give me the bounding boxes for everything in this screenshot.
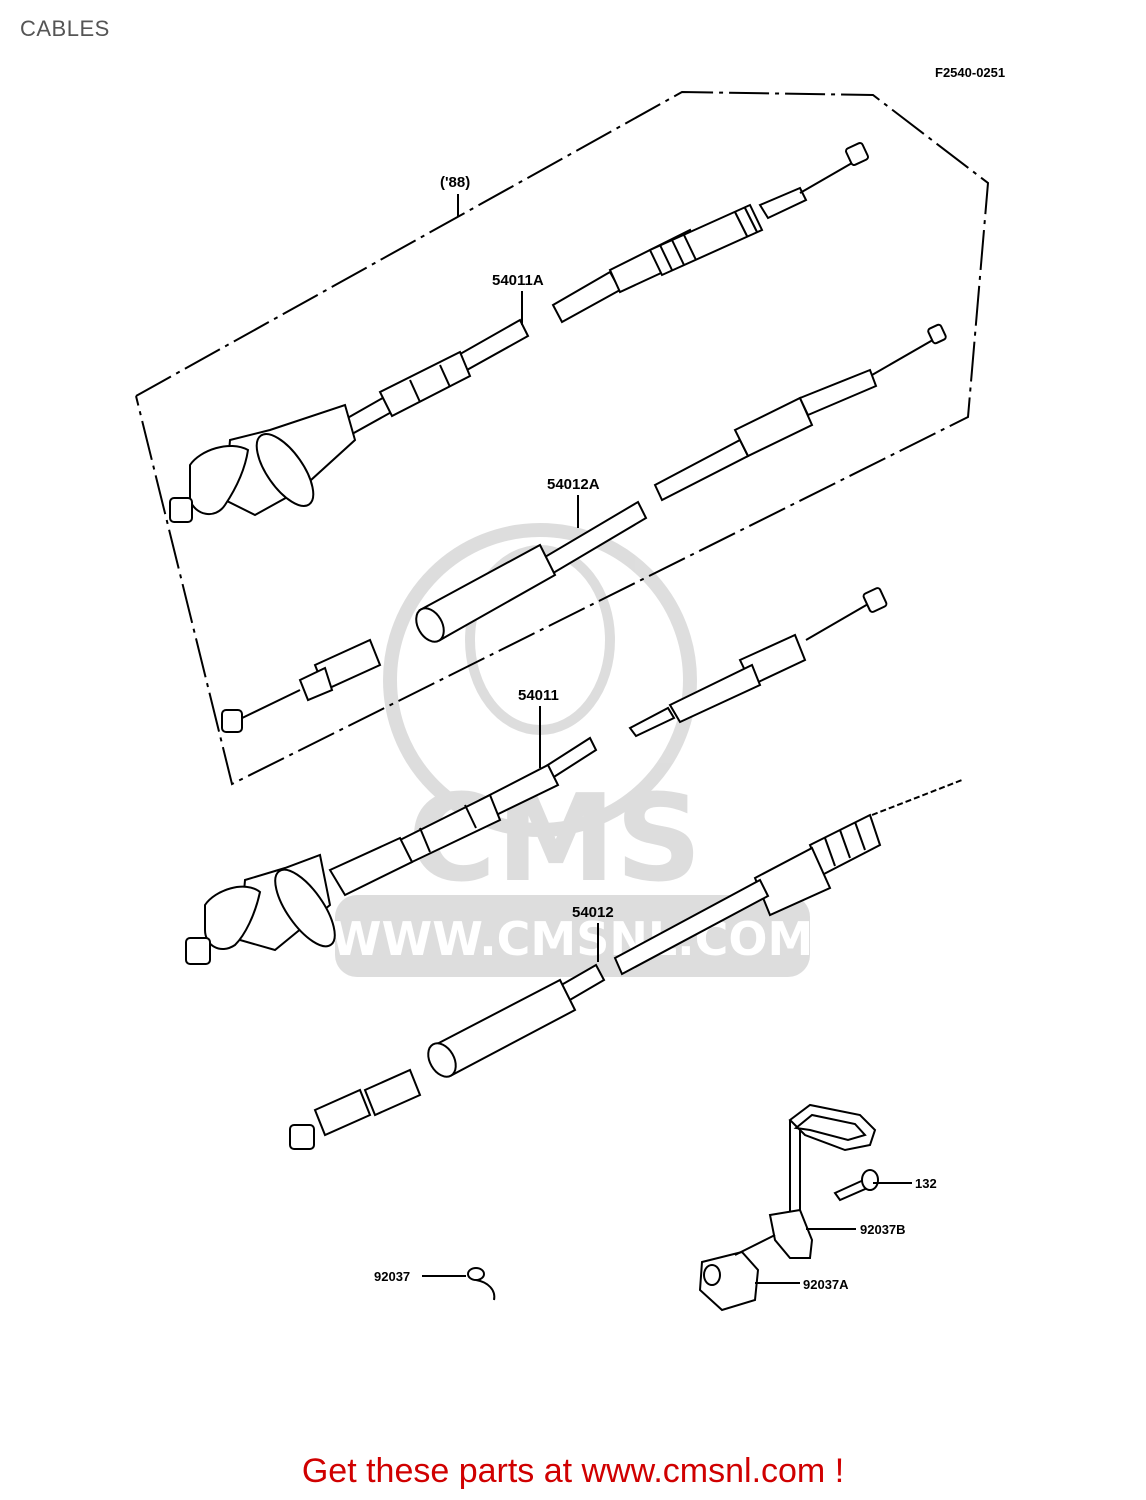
part-label-92037A: 92037A — [803, 1277, 849, 1292]
part-label-54011: 54011 — [518, 687, 559, 704]
cable-54011A — [169, 142, 869, 523]
part-label-92037B: 92037B — [860, 1222, 906, 1237]
part-label-132: 132 — [915, 1176, 937, 1191]
bolt-132 — [833, 1169, 879, 1202]
cable-54012 — [289, 779, 963, 1150]
part-label-92037: 92037 — [374, 1269, 410, 1284]
watermark-url: WWW.CMSNL.COM — [331, 912, 814, 966]
page-title: CABLES — [20, 16, 110, 41]
clip-92037 — [467, 1267, 496, 1301]
group-88-frame — [135, 90, 990, 786]
cable-54011 — [185, 587, 888, 965]
figure-reference: F2540-0251 — [935, 65, 1005, 80]
clamp-92037A — [698, 1250, 760, 1312]
part-label-54012A: 54012A — [547, 476, 600, 493]
part-label-54012: 54012 — [572, 904, 614, 921]
clamp-92037B — [768, 1208, 814, 1259]
part-label-54011A: 54011A — [492, 272, 544, 289]
group-88-label: ('88) — [440, 174, 470, 191]
footer-link[interactable]: Get these parts at www.cmsnl.com ! — [301, 1452, 845, 1490]
cable-bracket — [788, 1103, 877, 1225]
cable-54012A — [221, 323, 947, 733]
